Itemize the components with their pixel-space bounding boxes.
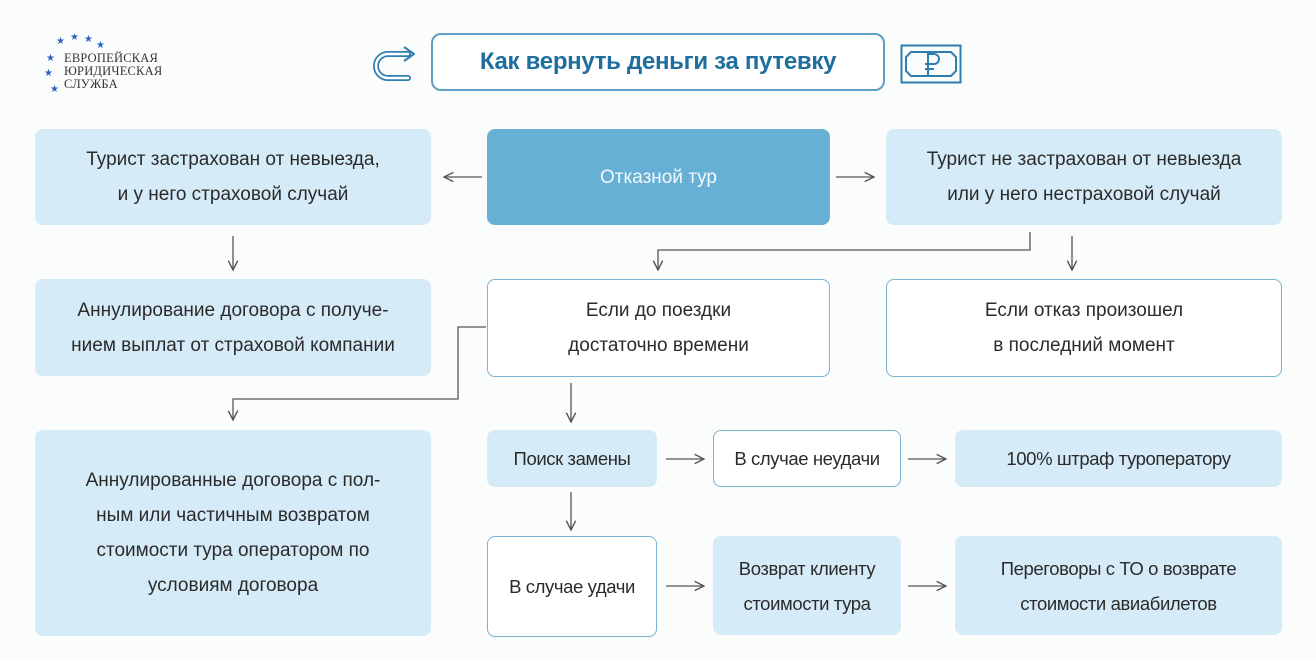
node-root: Отказной тур [487,129,830,225]
node-annul-refund-line-4: условиям договора [147,575,319,596]
node-negotiations-line-1: Переговоры с ТО о возврате [1000,557,1237,579]
node-refund-client-line-2: стоимости тура [743,592,871,614]
stars-icon: ★ ★ ★ ★ ★ ★ ★ [44,34,105,95]
node-insured: Турист застрахован от невыезда, и у него… [35,129,431,225]
node-not-insured: Турист не застрахован от невыезда или у … [886,129,1282,225]
svg-text:★: ★ [56,36,65,47]
svg-text:★: ★ [46,53,55,64]
svg-text:★: ★ [70,34,79,43]
logo: ★ ★ ★ ★ ★ ★ ★ ЕВРОПЕЙСКАЯ ЮРИДИЧЕСКАЯ СЛ… [44,34,194,104]
node-annul-insurance-line-2: нием выплат от страховой компании [71,334,395,356]
node-last-moment-line-1: Если отказ произошел [984,300,1184,321]
node-success-label: В случае удачи [509,576,635,597]
node-search-label: Поиск замены [513,448,631,469]
node-enough-time-line-2: достаточно времени [568,335,749,356]
redo-arrow-icon [373,46,415,81]
arrow-not-insured-to-enough-time [658,232,1031,270]
node-insured-line-2: и у него страховой случай [117,184,349,205]
logo-line-3: СЛУЖБА [64,77,118,91]
node-enough-time-line-1: Если до поездки [585,300,732,321]
node-failure-label: В случае неудачи [734,448,880,469]
node-annul-refund: Аннулированные договора с пол- ным или ч… [35,430,431,636]
node-success: В случае удачи [487,536,657,637]
node-root-label: Отказной тур [600,166,717,188]
svg-text:★: ★ [84,34,93,45]
logo-line-2: ЮРИДИЧЕСКАЯ [64,64,163,78]
node-not-insured-line-1: Турист не застрахован от невыезда [926,149,1242,170]
svg-text:★: ★ [44,68,53,79]
node-last-moment: Если отказ произошел в последний момент [886,279,1282,377]
node-refund-client: Возврат клиенту стоимости тура [713,536,901,635]
node-annul-insurance-line-1: Аннулирование договора с получе- [77,299,389,321]
node-not-insured-line-2: или у него нестраховой случай [947,184,1221,205]
node-penalty: 100% штраф туроператору [955,430,1282,487]
node-search-replacement: Поиск замены [487,430,657,487]
node-last-moment-line-2: в последний момент [993,335,1175,356]
node-refund-client-line-1: Возврат клиенту [738,557,876,579]
node-annul-refund-line-2: ным или частичным возвратом [96,505,370,526]
title-box: Как вернуть деньги за путевку [431,33,885,91]
node-annul-refund-line-1: Аннулированные договора с пол- [85,470,381,491]
logo-text: ЕВРОПЕЙСКАЯ ЮРИДИЧЕСКАЯ СЛУЖБА [64,52,162,91]
node-penalty-label: 100% штраф туроператору [1006,448,1231,469]
node-negotiations: Переговоры с ТО о возврате стоимости ави… [955,536,1282,635]
node-annul-insurance: Аннулирование договора с получе- нием вы… [35,279,431,376]
node-negotiations-line-2: стоимости авиабилетов [1020,592,1217,614]
node-enough-time: Если до поездки достаточно времени [487,279,830,377]
svg-text:★: ★ [50,84,59,95]
node-insured-line-1: Турист застрахован от невыезда, [86,149,380,170]
ruble-banknote-icon [900,44,962,84]
logo-line-1: ЕВРОПЕЙСКАЯ [64,51,159,65]
node-failure: В случае неудачи [713,430,901,487]
node-annul-refund-line-3: стоимости тура оператором по [96,540,370,561]
page-title: Как вернуть деньги за путевку [479,48,837,75]
svg-text:★: ★ [96,40,105,51]
